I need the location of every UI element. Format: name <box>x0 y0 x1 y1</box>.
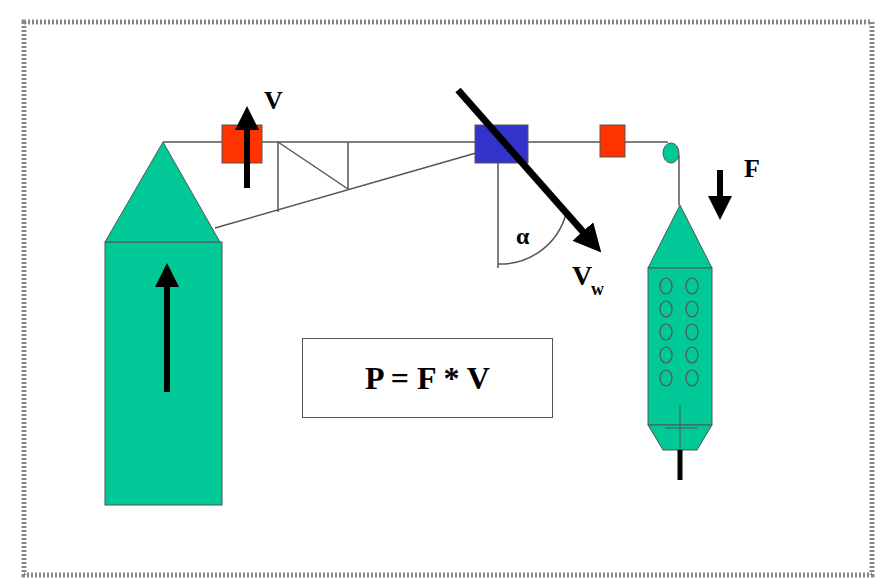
formula-box: P = F * V <box>302 338 553 418</box>
strut <box>215 153 476 228</box>
vertical-reference <box>497 163 499 268</box>
lift-arrow <box>164 275 170 392</box>
velocity-arrow <box>244 118 250 188</box>
truss <box>347 142 349 189</box>
force-label: F <box>744 156 760 182</box>
red-block <box>600 125 625 157</box>
formula-text: P = F * V <box>365 360 490 397</box>
tower <box>105 242 222 505</box>
rope <box>678 155 680 205</box>
capsule-body <box>648 268 712 425</box>
red-block <box>222 125 262 163</box>
capsule-stub <box>678 450 683 480</box>
velocity-label: V <box>264 88 283 114</box>
capsule-top <box>648 205 712 268</box>
capsule-windows <box>660 278 698 386</box>
wind-arrow <box>458 90 592 242</box>
tower-roof <box>105 142 220 242</box>
force-arrow <box>717 170 723 208</box>
angle-arc <box>498 214 566 264</box>
wind-velocity-label: V <box>572 262 592 290</box>
angle-label: α <box>516 224 529 248</box>
truss <box>278 142 348 189</box>
pulley <box>663 143 679 163</box>
frame <box>24 22 872 575</box>
truss <box>277 142 279 212</box>
wind-velocity-subscript: w <box>591 280 604 298</box>
capsule-cross <box>665 428 697 429</box>
